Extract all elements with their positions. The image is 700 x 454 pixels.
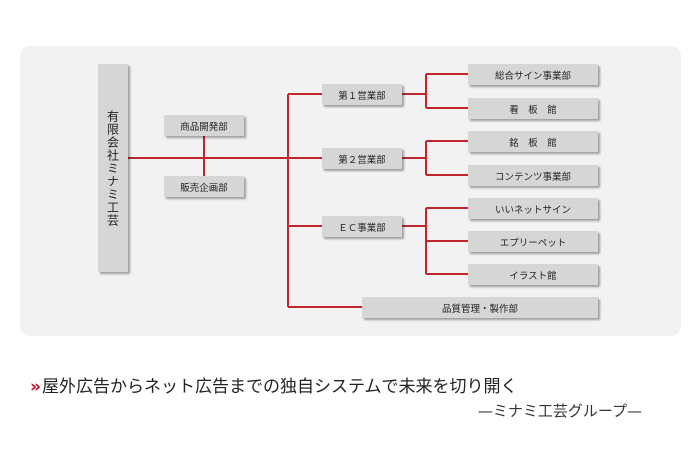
group-signature: —ミナミ工芸グループ— bbox=[477, 402, 642, 420]
tagline-text: 屋外広告からネット広告までの独自システムで未来を切り開く bbox=[42, 377, 518, 397]
unit-box-meiban-kan: 銘 板 館 bbox=[468, 131, 598, 152]
root-company-box: 有限会社ミナミ工芸 bbox=[98, 64, 128, 272]
planning-box-sales-planning: 販売企画部 bbox=[164, 176, 244, 197]
unit-box-illust-kan: イラスト館 bbox=[468, 264, 598, 285]
planning-box-product-development: 商品開発部 bbox=[164, 115, 244, 136]
unit-box-epuri-pet: エプリーペット bbox=[468, 231, 598, 252]
division-box-sales-1: 第１営業部 bbox=[322, 84, 402, 105]
unit-box-contents: コンテンツ事業部 bbox=[468, 165, 598, 186]
quality-production-box: 品質管理・製作部 bbox=[362, 297, 598, 318]
division-box-sales-2: 第２営業部 bbox=[322, 148, 402, 169]
chevron-right-icon: ›› bbox=[30, 377, 41, 397]
unit-box-general-sign: 総合サイン事業部 bbox=[468, 64, 598, 85]
unit-box-ii-net-sign: いいネットサイン bbox=[468, 198, 598, 219]
unit-box-kanban-kan: 看 板 館 bbox=[468, 98, 598, 119]
division-box-ec: ＥＣ事業部 bbox=[322, 216, 402, 237]
tagline: ››屋外広告からネット広告までの独自システムで未来を切り開く bbox=[30, 372, 518, 397]
